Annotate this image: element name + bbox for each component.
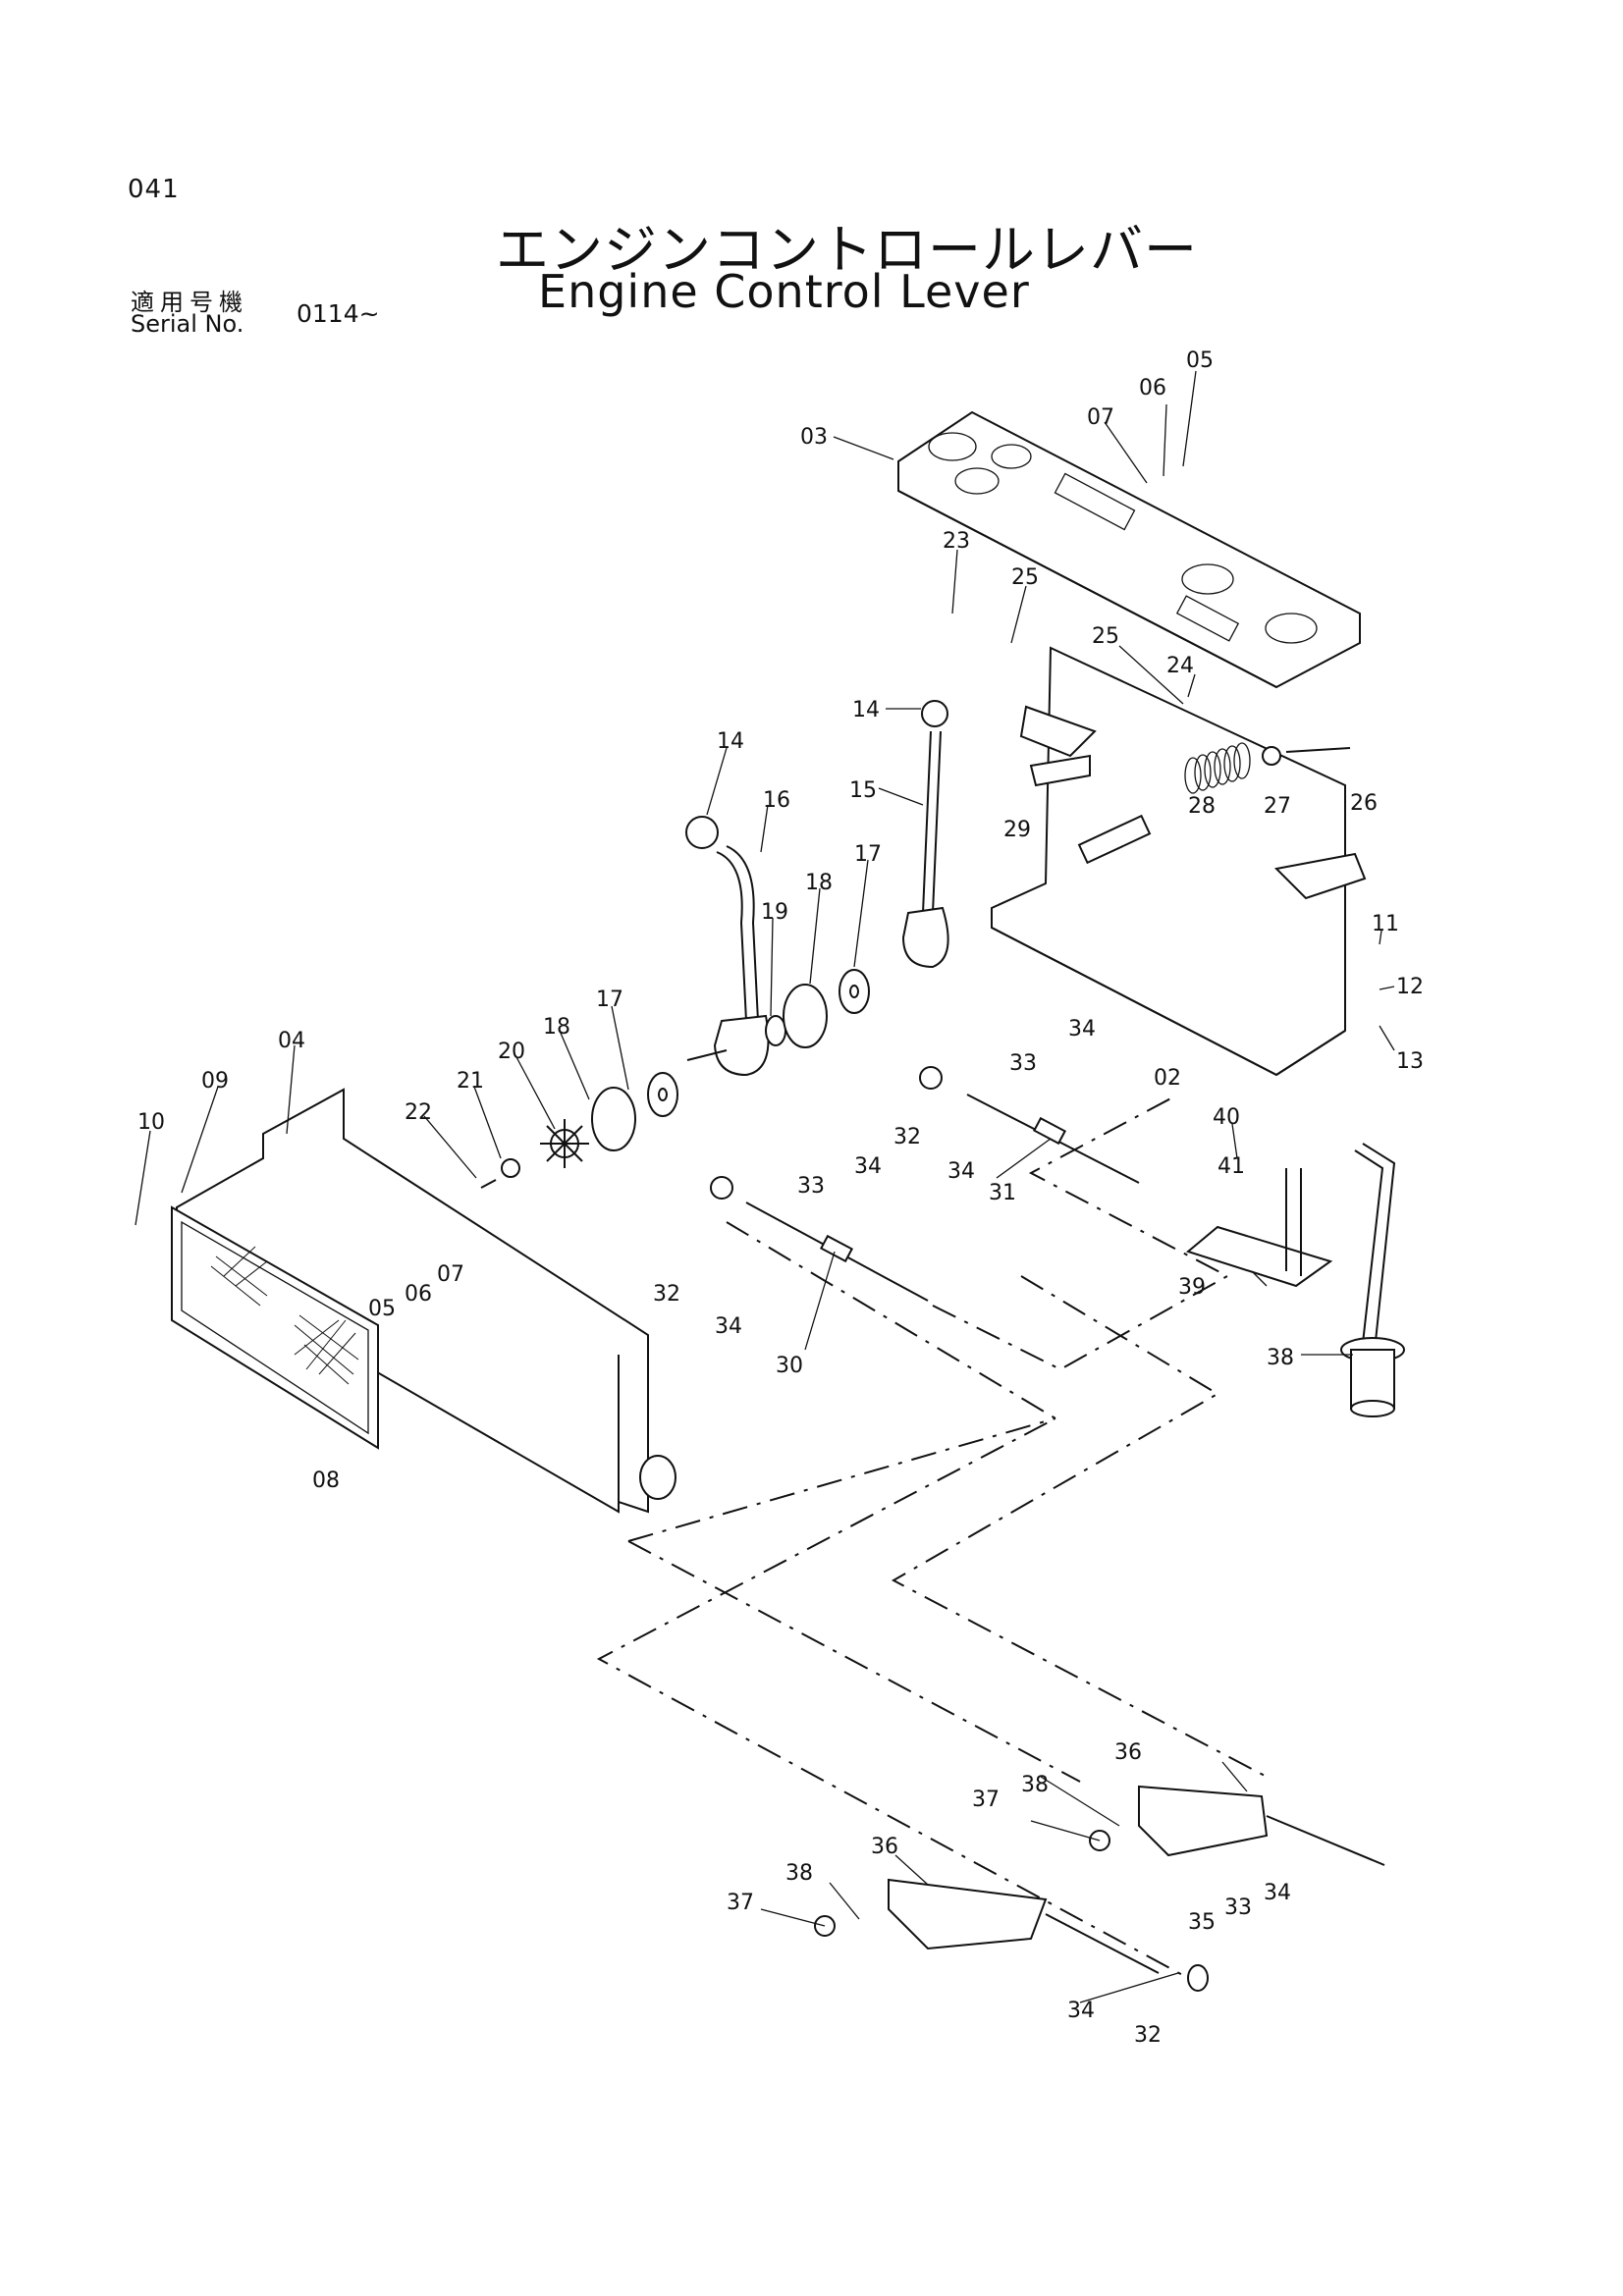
callout-32: 32: [893, 1125, 921, 1149]
page-number: 041: [128, 175, 180, 204]
star-washer-part: [480, 1119, 589, 1189]
instrument-panel-part: [897, 410, 1361, 689]
callout-18: 18: [805, 871, 833, 895]
callout-30: 30: [776, 1354, 803, 1378]
callout-04: 04: [278, 1029, 305, 1053]
callout-39: 38: [1267, 1346, 1294, 1370]
callout-37b: 37: [727, 1891, 754, 1915]
callout-32c: 32: [1134, 2023, 1162, 2048]
callout-25b: 25: [1092, 624, 1119, 649]
callout-35: 35: [1188, 1910, 1216, 1935]
callout-38: 38: [1021, 1773, 1049, 1797]
callout-06b: 06: [405, 1282, 432, 1307]
callout-12: 12: [1396, 975, 1424, 999]
spring-link-assembly: [1019, 705, 1351, 865]
callout-07b: 07: [437, 1262, 464, 1287]
callout-25: 25: [1011, 565, 1039, 590]
page-title-japanese: エンジンコントロールレバー: [496, 219, 1198, 281]
callout-10: 10: [137, 1110, 165, 1135]
callout-06: 06: [1139, 376, 1166, 400]
callout-15: 15: [849, 778, 877, 803]
callout-37: 37: [972, 1788, 1000, 1812]
serial-label: Serial No.: [131, 310, 244, 338]
friction-disc-parts: [591, 969, 870, 1151]
callout-28: 28: [1188, 794, 1216, 819]
callout-02: 02: [1154, 1066, 1181, 1091]
callout-34: 34: [1068, 1017, 1096, 1041]
cable-bracket-parts: [814, 1785, 1385, 1992]
mesh-screen-part: [171, 1205, 379, 1450]
serial-label-japanese: 適用号機: [131, 289, 248, 316]
callout-leader-lines: [135, 370, 1395, 2003]
callout-29: 29: [1003, 818, 1031, 842]
callout-17: 17: [854, 842, 882, 867]
callout-31: 31: [989, 1181, 1016, 1205]
callout-14b: 14: [717, 729, 744, 754]
callout-23: 23: [943, 529, 970, 554]
callout-05b: 05: [368, 1297, 396, 1321]
callout-33c: 33: [1224, 1896, 1252, 1920]
lower-lever-parts: [1185, 1143, 1405, 1417]
right-control-lever-part: [901, 700, 949, 969]
callout-33b: 33: [797, 1174, 825, 1199]
cable-routing-lines: [596, 1094, 1268, 1979]
callout-34f: 34: [1067, 1999, 1095, 2023]
callout-34e: 34: [1264, 1881, 1291, 1905]
serial-value: 0114~: [297, 299, 380, 328]
callout-17b: 17: [596, 988, 623, 1012]
side-cover-part: [176, 1088, 676, 1514]
callout-07: 07: [1087, 405, 1114, 430]
callout-13: 13: [1396, 1049, 1424, 1074]
callout-26: 26: [1350, 791, 1378, 816]
callout-42: 41: [1217, 1154, 1245, 1179]
callout-24: 24: [1166, 654, 1194, 678]
callout-18b: 18: [543, 1015, 570, 1040]
callout-32b: 32: [653, 1282, 680, 1307]
callout-36: 36: [1114, 1740, 1142, 1765]
callout-16: 16: [763, 788, 790, 813]
callout-38b: 38: [785, 1861, 813, 1886]
callout-22: 22: [405, 1100, 432, 1125]
callout-34d: 34: [715, 1314, 742, 1339]
callout-19: 19: [761, 900, 788, 925]
page-title: Engine Control Lever: [538, 265, 1030, 318]
callout-09: 09: [201, 1069, 229, 1094]
callout-40: 39: [1178, 1275, 1206, 1300]
callout-05: 05: [1186, 348, 1214, 373]
callout-27: 27: [1264, 794, 1291, 819]
callout-34b: 34: [947, 1159, 975, 1184]
throttle-cable-parts: [710, 1066, 1140, 1302]
callout-14: 14: [852, 698, 880, 722]
left-control-lever-part: [685, 816, 770, 1077]
callout-36b: 36: [871, 1835, 898, 1859]
callout-11: 11: [1372, 912, 1399, 936]
callout-34c: 34: [854, 1154, 882, 1179]
callout-08: 08: [312, 1468, 340, 1493]
lever-bracket-part: [991, 646, 1367, 1077]
callout-03: 03: [800, 425, 828, 450]
callout-41: 40: [1213, 1105, 1240, 1130]
callout-33: 33: [1009, 1051, 1037, 1076]
callout-20: 20: [498, 1040, 525, 1064]
callout-21: 21: [457, 1069, 484, 1094]
callout-labels: 03 07 06 05 23 25 25 24 14 15 29 28 27 2…: [137, 348, 1424, 2048]
